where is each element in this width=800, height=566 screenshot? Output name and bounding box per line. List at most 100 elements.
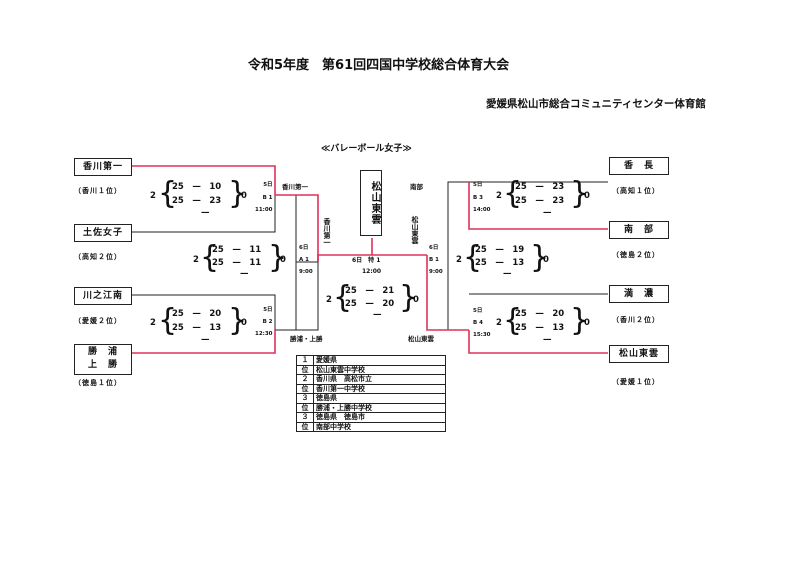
score-brace-left: { [503, 176, 523, 211]
set-score: 25 — 13 [475, 258, 525, 268]
match-sets-left: 2 [456, 255, 462, 265]
match-day: 5日 [263, 307, 273, 313]
team-box-matsuyama-shinonome: 松山東雲 [609, 345, 669, 363]
final-day-court: 6日 特 1 [352, 257, 381, 264]
score-brace-right: } [268, 240, 288, 275]
set-score: — [543, 208, 552, 218]
match-sets-right: 0 [413, 295, 419, 305]
table-row: １ 愛媛県 [296, 355, 446, 366]
team-rank: （愛媛２位） [74, 317, 122, 325]
table-row: ２ 香川県 高松市立 [296, 374, 446, 385]
set-score: — [201, 335, 210, 345]
match-info: 5日 B 2 12:30 [255, 306, 273, 338]
score-brace-right: } [228, 176, 248, 211]
bracket-label-vertical: 松山東雲 [411, 216, 419, 244]
bracket-line [296, 262, 319, 331]
team-box-kawanoe-minami: 川之江南 [74, 287, 132, 305]
match-sets-right: 0 [584, 318, 590, 328]
set-score: — [240, 269, 249, 279]
match-sets-left: 2 [150, 191, 156, 201]
match-court: B 1 [429, 257, 439, 263]
set-score: — [201, 208, 210, 218]
match-day: 6日 [429, 245, 439, 251]
score-brace-right: } [570, 176, 590, 211]
set-score: 25 — 20 [345, 299, 395, 309]
match-info: 6日 A 1 9:00 [299, 244, 313, 276]
result-pos: ３ [296, 412, 314, 423]
match-time: 14:00 [473, 207, 491, 213]
result-line2: 南部中学校 [313, 421, 446, 432]
result-line1: 愛媛県 [313, 355, 446, 366]
table-row: 位 香川第一中学校 [296, 383, 446, 394]
bracket-label: 松山東雲 [408, 335, 434, 343]
final-time: 12:00 [362, 268, 382, 275]
team-rank: （高知２位） [74, 253, 122, 261]
score-brace-right: } [228, 303, 248, 338]
result-pos: １ [296, 355, 314, 366]
champion-box: 松山東雲 [360, 170, 382, 236]
match-court: B 3 [473, 195, 483, 201]
score-brace-left: { [158, 303, 178, 338]
score-brace-right: } [399, 280, 419, 315]
page-title: 令和5年度 第61回四国中学校総合体育大会 [248, 58, 510, 73]
bracket-label: 勝浦・上勝 [290, 335, 323, 343]
team-rank: （徳島２位） [612, 251, 660, 259]
result-pos-suffix: 位 [296, 402, 314, 413]
winner-line [275, 194, 319, 262]
bracket-line [131, 195, 276, 233]
score-brace-left: { [158, 176, 178, 211]
winner-line [468, 182, 608, 230]
venue-label: 愛媛県松山市総合コミュニティセンター体育館 [486, 98, 706, 110]
match-court: B 2 [262, 319, 273, 325]
team-line2: 上 勝 [87, 360, 118, 370]
score-brace-left: { [503, 303, 523, 338]
match-day: 5日 [473, 308, 483, 314]
set-score: — [373, 310, 382, 320]
match-day: 5日 [473, 182, 483, 188]
result-line2: 香川第一中学校 [313, 383, 446, 394]
team-box-kacho: 香 長 [609, 157, 669, 175]
match-court: B 1 [262, 195, 273, 201]
match-sets-right: 0 [241, 318, 247, 328]
result-pos-suffix: 位 [296, 364, 314, 375]
result-line1: 香川県 高松市立 [313, 374, 446, 385]
result-pos: ３ [296, 393, 314, 404]
team-box-nanbu: 南 部 [609, 221, 669, 239]
match-sets-right: 0 [280, 255, 286, 265]
table-row: 位 南部中学校 [296, 421, 446, 432]
result-pos: ２ [296, 374, 314, 385]
winner-line [131, 165, 276, 195]
match-info: 5日 B 1 11:00 [255, 181, 273, 214]
match-sets-left: 2 [496, 318, 502, 328]
match-time: 9:00 [299, 269, 313, 275]
bracket-label: 南部 [410, 183, 423, 191]
match-time: 11:00 [255, 207, 273, 213]
winner-line [468, 330, 608, 354]
set-score: 25 — 13 [172, 323, 222, 333]
match-time: 15:30 [473, 332, 491, 338]
set-score: 25 — 13 [515, 323, 565, 333]
set-score: 25 — 11 [212, 258, 262, 268]
match-day: 5日 [263, 182, 273, 188]
team-rank: （香川１位） [74, 187, 122, 195]
match-sets-right: 0 [241, 191, 247, 201]
event-title: ≪バレーボール女子≫ [321, 144, 412, 154]
result-line2: 勝浦・上勝中学校 [313, 402, 446, 413]
set-score: 25 — 20 [515, 309, 565, 319]
result-line2: 松山東雲中学校 [313, 364, 446, 375]
set-score: 25 — 23 [172, 196, 222, 206]
score-brace-left: { [463, 240, 483, 275]
team-box-tosa-joshi: 土佐女子 [74, 224, 132, 242]
set-score: 25 — 10 [172, 182, 222, 192]
table-row: 位 勝浦・上勝中学校 [296, 402, 446, 413]
set-score: 25 — 23 [515, 196, 565, 206]
set-score: — [543, 335, 552, 345]
score-brace-right: } [530, 240, 550, 275]
table-row: ３ 徳島県 [296, 393, 446, 404]
score-brace-left: { [200, 240, 220, 275]
winner-line [426, 255, 469, 331]
match-sets-left: 2 [193, 255, 199, 265]
team-rank: （愛媛１位） [612, 378, 660, 386]
score-brace-left: { [333, 280, 353, 315]
